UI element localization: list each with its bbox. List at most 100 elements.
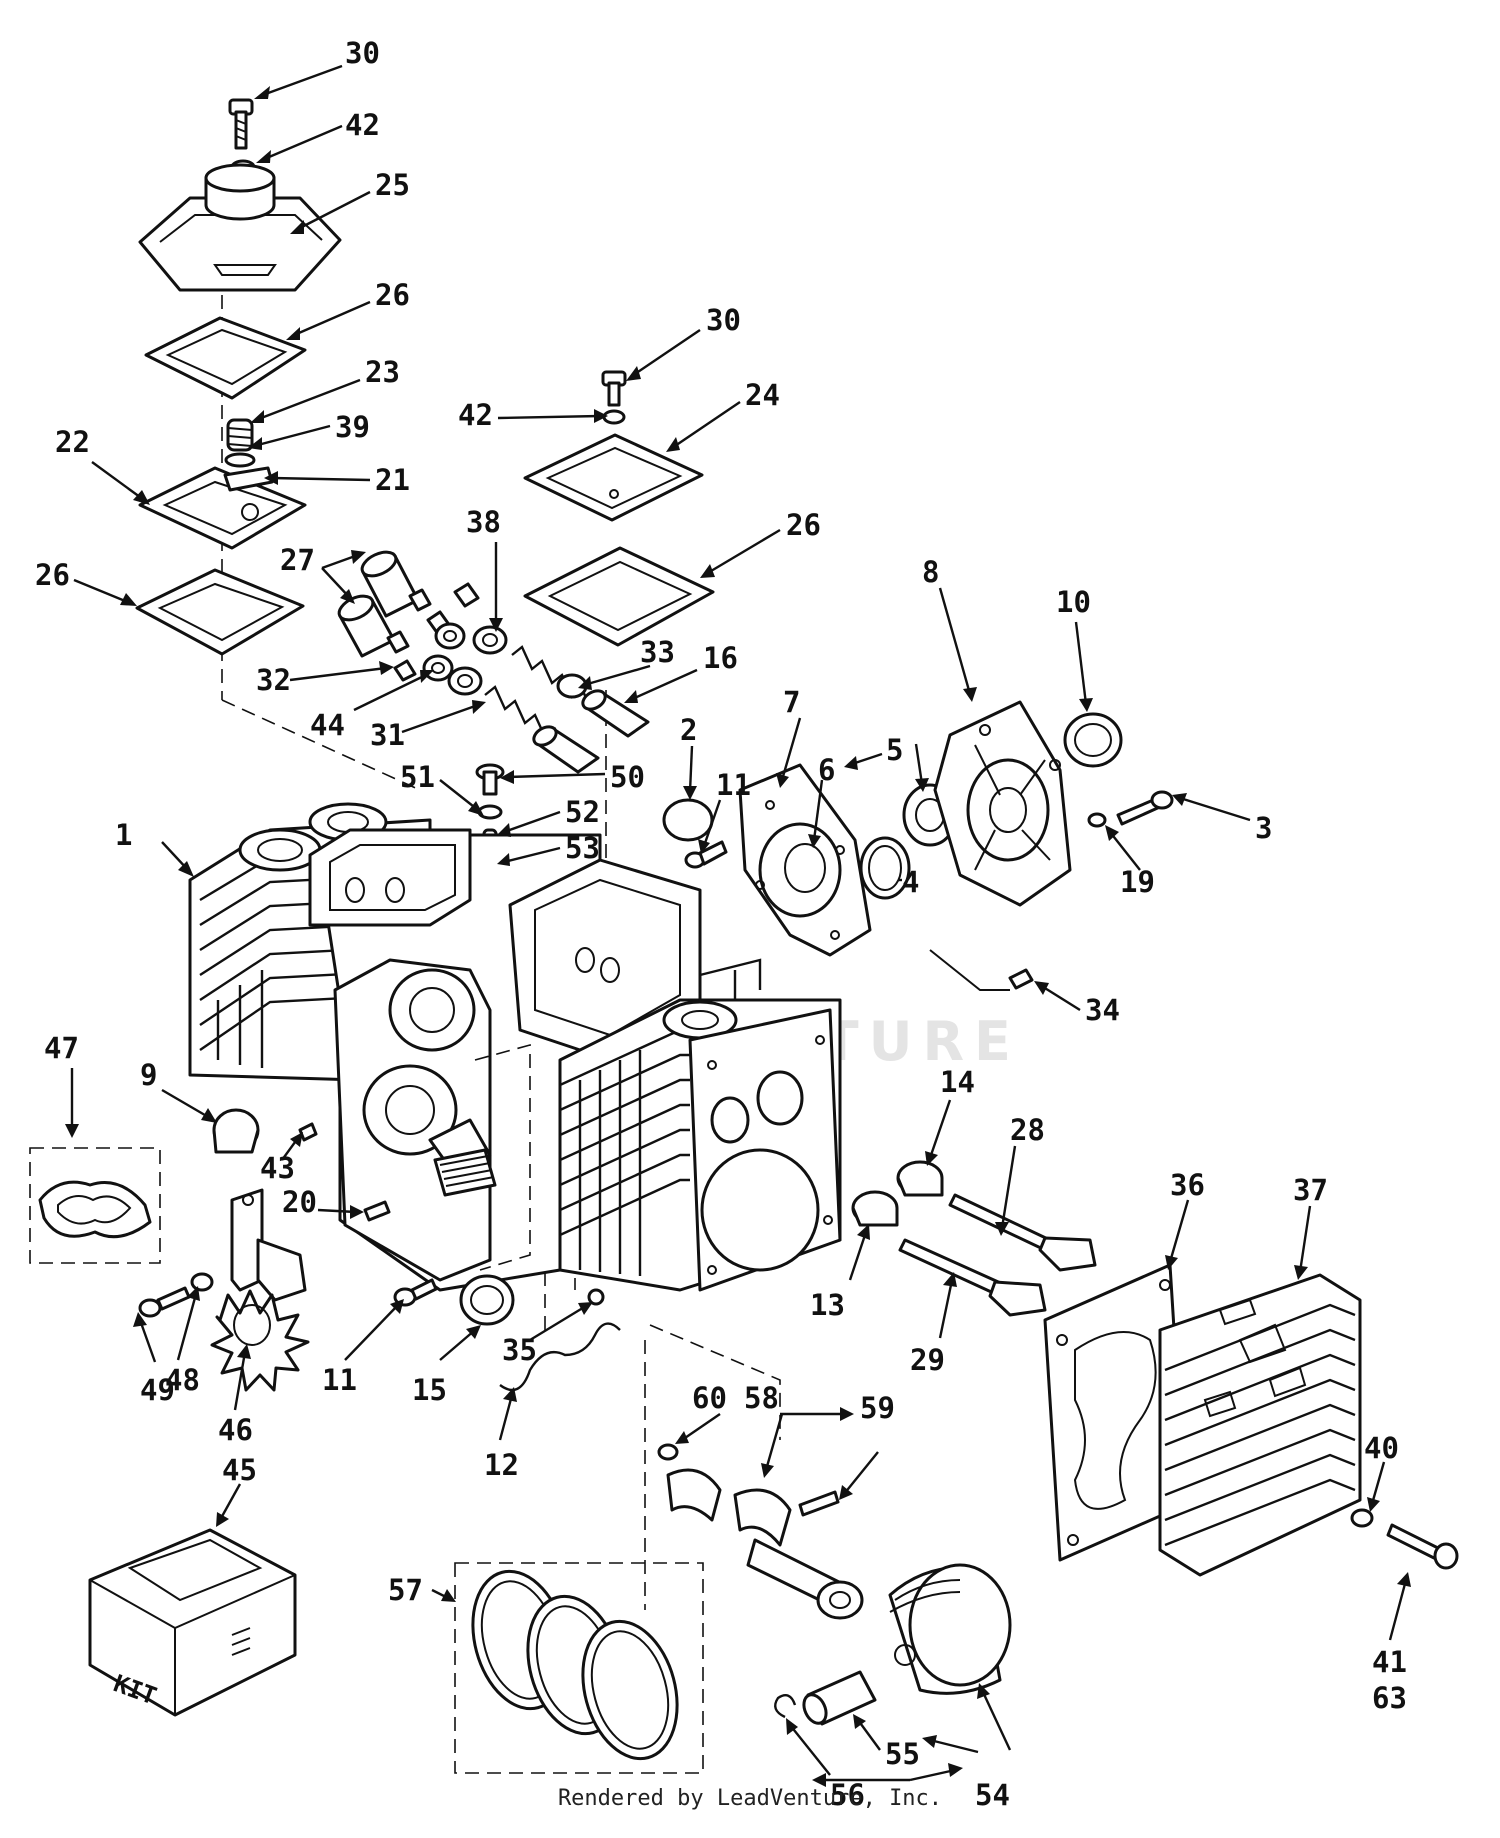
retainer-lower-part [447,666,483,696]
callout-37-label: 37 [1293,1173,1328,1207]
retainer-38-part [472,625,508,655]
valve-28-part [948,1193,1097,1272]
connecting-rod-58-part [657,1443,864,1620]
callout-47: 47 [44,1031,79,1065]
callout-51: 51 [400,760,435,794]
callout-60: 60 [692,1381,727,1415]
washer-48-part [190,1272,214,1292]
cylinder-head-37-part [1158,1273,1362,1577]
cover-plate-24-part [523,433,704,522]
retainer-44-part [422,654,454,682]
callout-26b: 26 [35,558,70,592]
callout-25: 25 [375,168,410,202]
keeper-32-part [393,659,417,682]
bolt-30-right-part [601,370,627,407]
callout-21: 21 [375,463,410,497]
callout-52: 52 [565,795,600,829]
piston-pin-55-part [802,1670,877,1726]
callout-33: 33 [640,635,675,669]
callout-54: 54 [975,1778,1010,1812]
piston-54-part [888,1563,1012,1695]
callout-39: 39 [335,410,370,444]
callout-34: 34 [1085,993,1120,1027]
valve-guide-lower-part [532,725,600,774]
callout-42b: 42 [458,398,493,432]
oil-pump-46-part [210,1188,310,1392]
callout-56: 56 [830,1778,865,1812]
washer-42-right-part [602,409,626,425]
callout-50: 50 [610,760,645,794]
callout-12: 12 [484,1448,519,1482]
clip-56-part [774,1694,797,1719]
callout-13: 13 [810,1288,845,1322]
callout-36: 36 [1170,1168,1205,1202]
callout-59: 59 [860,1391,895,1425]
footer-credit: Rendered by LeadVenture, Inc. [557,1786,943,1811]
callout-27: 27 [280,543,315,577]
callout-1: 1 [115,818,132,852]
spring-23-part [224,418,256,468]
callout-11b: 11 [322,1363,357,1397]
callout-45: 45 [222,1453,257,1487]
gasket-26-left-part [135,568,305,656]
keeper-upper-part [453,582,480,608]
callout-49: 49 [140,1373,175,1407]
seal-15-part [459,1274,515,1326]
callout-28: 28 [1010,1113,1045,1147]
gasket-kit-47-part [29,1147,161,1264]
callout-58: 58 [744,1381,779,1415]
callout-48: 48 [165,1363,200,1397]
callout-30a: 30 [345,36,380,70]
callout-40: 40 [1364,1431,1399,1465]
tappet-27-upper-part [360,550,432,618]
washer-40-part [1350,1508,1374,1528]
callout-2: 2 [680,713,697,747]
callout-24: 24 [745,378,780,412]
callout-26c: 26 [786,508,821,542]
gasket-26-right-part [523,546,715,647]
seal-9-part [212,1108,260,1154]
bearing-plate-8-part [933,700,1072,907]
callout-63: 63 [1372,1681,1407,1715]
callout-29: 29 [910,1343,945,1377]
bolt-49-part [138,1286,191,1318]
callout-14: 14 [940,1065,975,1099]
callout-10: 10 [1056,585,1091,619]
valve-seat-14-part [896,1160,944,1197]
gasket-26-top-part [144,316,307,400]
overhaul-kit-45-part: KIT [88,1528,297,1717]
bolt-41-part [1386,1523,1459,1570]
callout-6: 6 [818,753,835,787]
callout-30b: 30 [706,303,741,337]
callout-7: 7 [783,685,800,719]
callout-3: 3 [1255,811,1272,845]
callout-5: 5 [886,733,903,767]
callout-42a: 42 [345,108,380,142]
spring-wire-12-part [499,1322,621,1392]
callout-32: 32 [256,663,291,697]
ball-35-part [587,1288,605,1306]
plug-2-part [662,798,714,842]
bolt-30-left-part [228,98,254,150]
valve-seat-13-part [851,1190,899,1227]
callout-8: 8 [922,555,939,589]
callout-20: 20 [282,1185,317,1219]
callout-16: 16 [703,641,738,675]
callout-9: 9 [140,1058,157,1092]
callout-43: 43 [260,1151,295,1185]
callout-labels: 25 23 39 21 22 27 32 44 31 38 33 16 24 5… [35,36,1407,1812]
callout-55: 55 [885,1737,920,1771]
callout-4: 4 [902,865,919,899]
bolt-3-part [1116,790,1174,826]
washer-19-part [1087,812,1107,828]
callout-22: 22 [55,425,90,459]
callout-57: 57 [388,1573,423,1607]
dowel-20-part [363,1200,391,1222]
leader-lines [65,64,1411,1787]
piston-rings-57-part [454,1562,704,1774]
callout-15: 15 [412,1373,447,1407]
callout-31: 31 [370,718,405,752]
valve-29-part [898,1238,1047,1317]
callout-41: 41 [1372,1645,1407,1679]
